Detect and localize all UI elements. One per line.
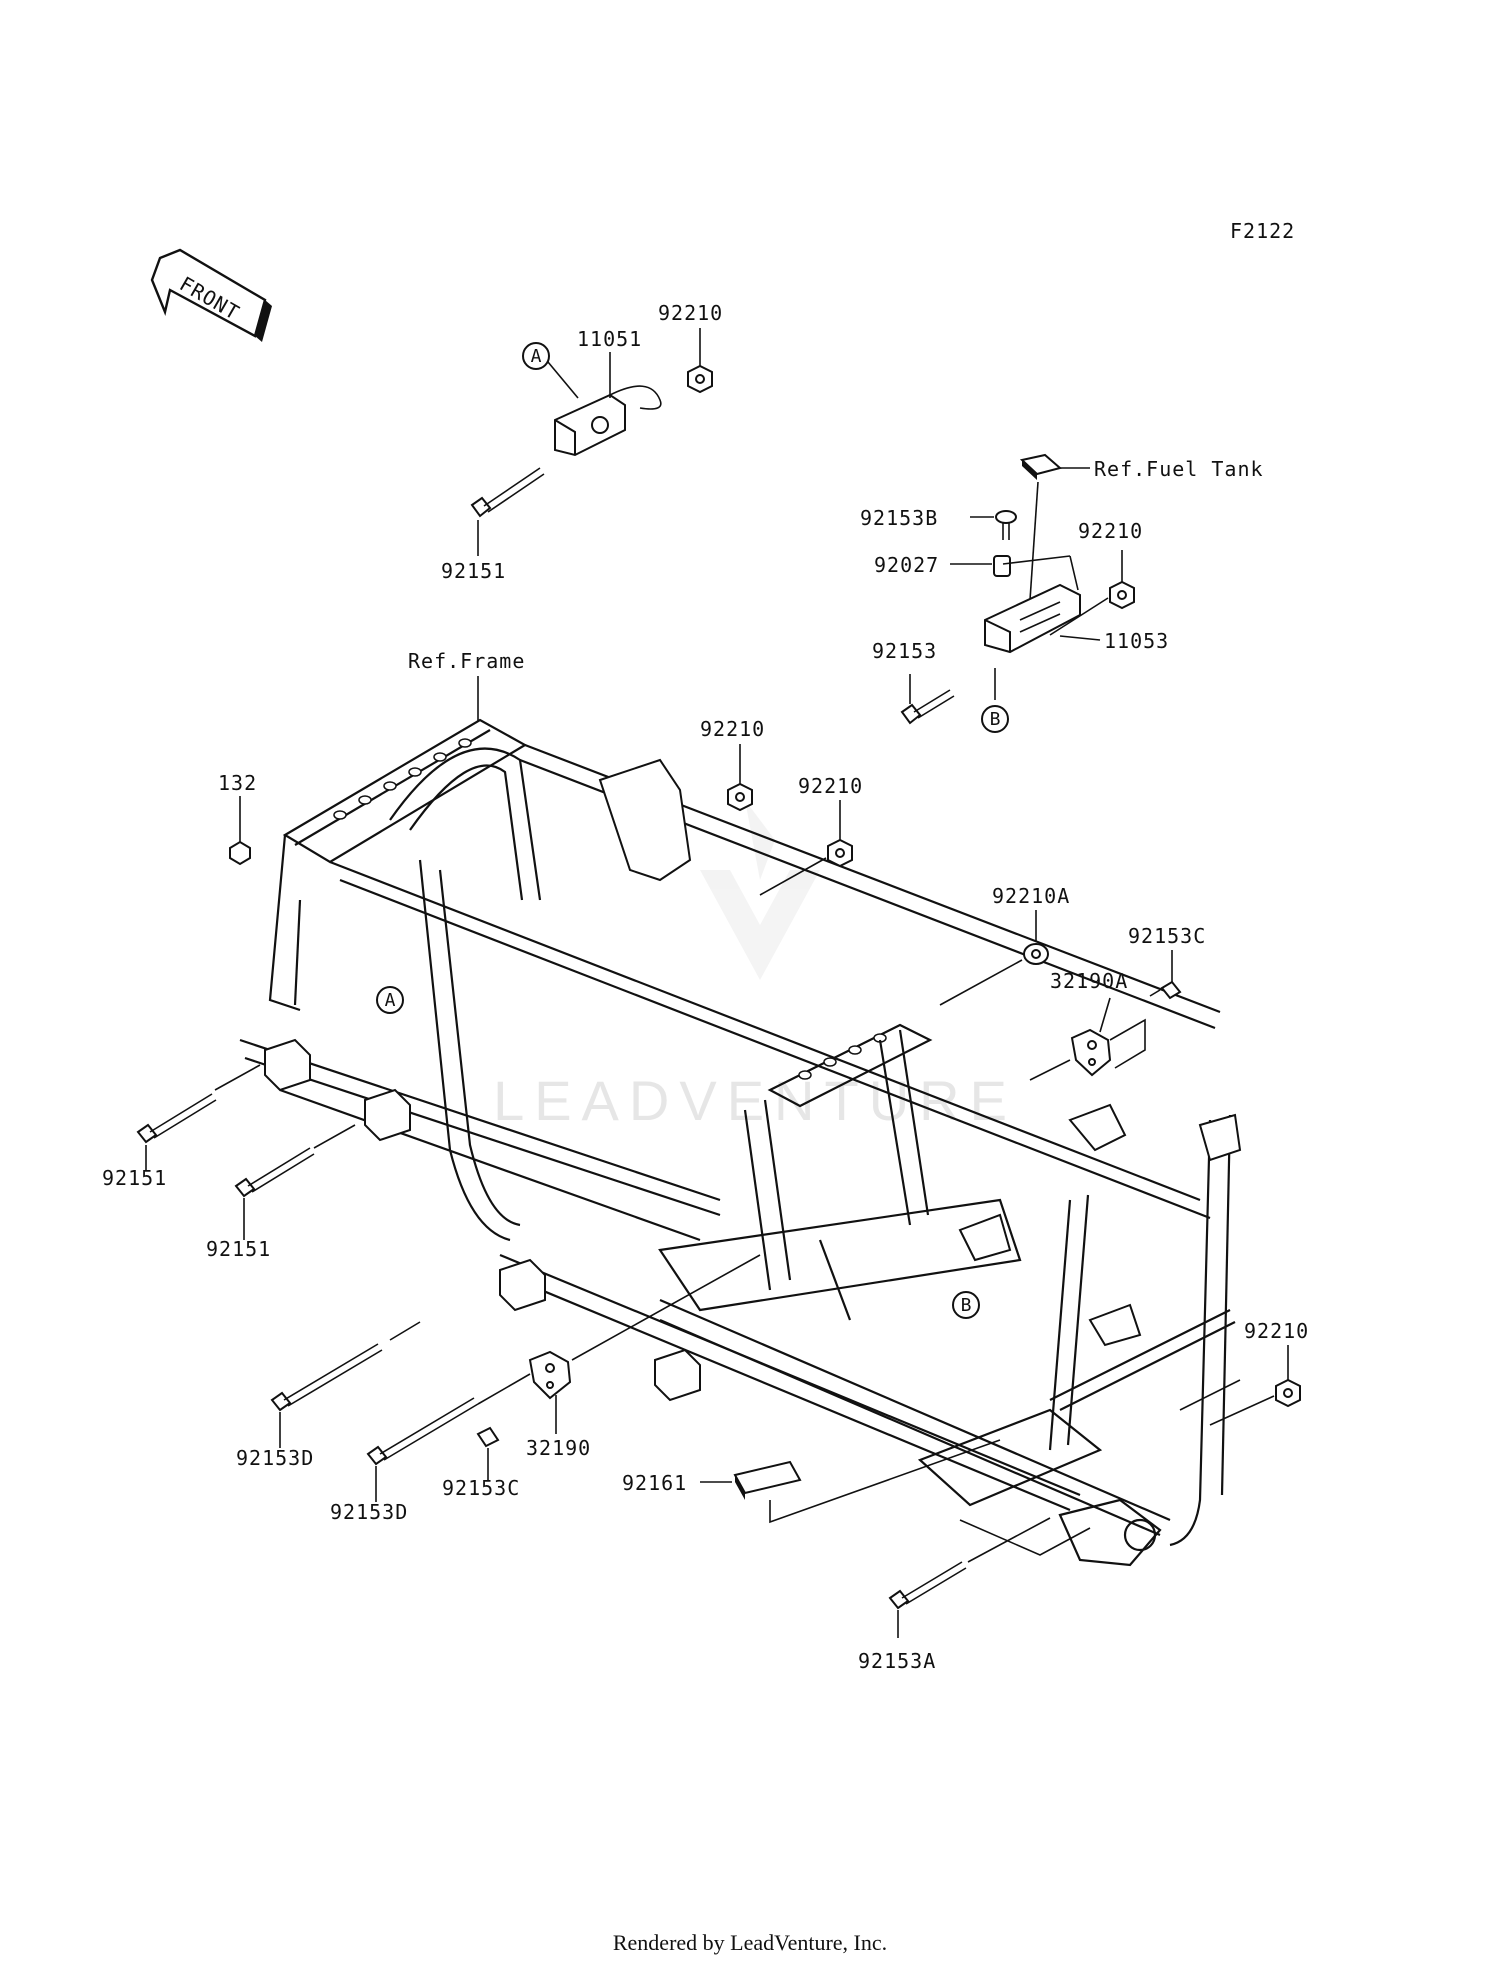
pad-92161	[733, 1460, 802, 1500]
watermark-logo	[700, 800, 820, 980]
front-arrow-icon: FRONT	[150, 248, 272, 342]
bolt-92153A	[888, 1561, 967, 1610]
marker-b-top	[981, 705, 1009, 733]
bracket-11053	[984, 583, 1081, 654]
label-32190: 32190	[526, 1436, 591, 1460]
plate-32190A	[1070, 1028, 1112, 1077]
label-132: 132	[218, 771, 257, 795]
label-92153D-1: 92153D	[236, 1446, 314, 1470]
marker-a-frame-label: A	[385, 990, 396, 1011]
label-92210-mid2: 92210	[798, 774, 863, 798]
bolt-92151-top	[470, 467, 545, 518]
marker-b-frame	[952, 1291, 980, 1319]
footer-credit: Rendered by LeadVenture, Inc.	[613, 1930, 887, 1955]
nut-92210-mid2	[827, 838, 853, 868]
bolt-92153C-left	[476, 1426, 500, 1448]
label-ref-fuel-tank: Ref.Fuel Tank	[1094, 457, 1264, 481]
label-92153D-2: 92153D	[330, 1500, 408, 1524]
label-92153: 92153	[872, 639, 937, 663]
bolt-92153C-right	[1149, 980, 1182, 1000]
label-92161: 92161	[622, 1471, 687, 1495]
label-92153C-left: 92153C	[442, 1476, 520, 1500]
label-92151-left1: 92151	[102, 1166, 167, 1190]
label-92153A: 92153A	[858, 1649, 936, 1673]
atv-frame	[239, 718, 1242, 1567]
nut-92210-top	[687, 364, 713, 394]
label-92210-top: 92210	[658, 301, 723, 325]
bolt-92153D-2	[366, 1397, 479, 1466]
bolt-92153	[900, 689, 955, 725]
label-92151-top: 92151	[441, 559, 506, 583]
marker-a-top-label: A	[531, 346, 542, 367]
label-ref-frame: Ref.Frame	[408, 649, 525, 673]
bolt-92153D-1	[270, 1343, 383, 1412]
watermark-text: LEADVENTURE	[493, 1069, 1017, 1132]
label-92210-lowright: 92210	[1244, 1319, 1309, 1343]
label-92153C-right: 92153C	[1128, 924, 1206, 948]
label-11051: 11051	[577, 327, 642, 351]
label-11053: 11053	[1104, 629, 1169, 653]
collar-92027	[993, 555, 1011, 577]
marker-b-top-label: B	[990, 709, 1001, 730]
marker-b-frame-label: B	[961, 1295, 972, 1316]
diagram-code: F2122	[1230, 219, 1295, 243]
nut-92210-mid1	[727, 782, 753, 812]
plate-32190	[528, 1350, 572, 1400]
label-92210-right: 92210	[1078, 519, 1143, 543]
nut-92210-lowright	[1275, 1378, 1301, 1408]
label-92027: 92027	[874, 553, 939, 577]
bolt-132	[229, 840, 251, 866]
marker-a-top	[522, 342, 550, 370]
label-92153B: 92153B	[860, 506, 938, 530]
fuel-tank-ref-block	[1019, 453, 1063, 480]
nut-92210-right	[1109, 580, 1135, 610]
nut-92210A	[1023, 943, 1049, 965]
bolt-92153B	[995, 510, 1017, 540]
marker-a-frame	[376, 986, 404, 1014]
label-92151-left2: 92151	[206, 1237, 271, 1261]
label-32190A: 32190A	[1050, 969, 1128, 993]
label-92210-mid1: 92210	[700, 717, 765, 741]
bolt-92151-left2	[234, 1147, 315, 1198]
bracket-11051	[554, 385, 662, 457]
label-92210A: 92210A	[992, 884, 1070, 908]
bolt-92151-left1	[136, 1093, 217, 1144]
